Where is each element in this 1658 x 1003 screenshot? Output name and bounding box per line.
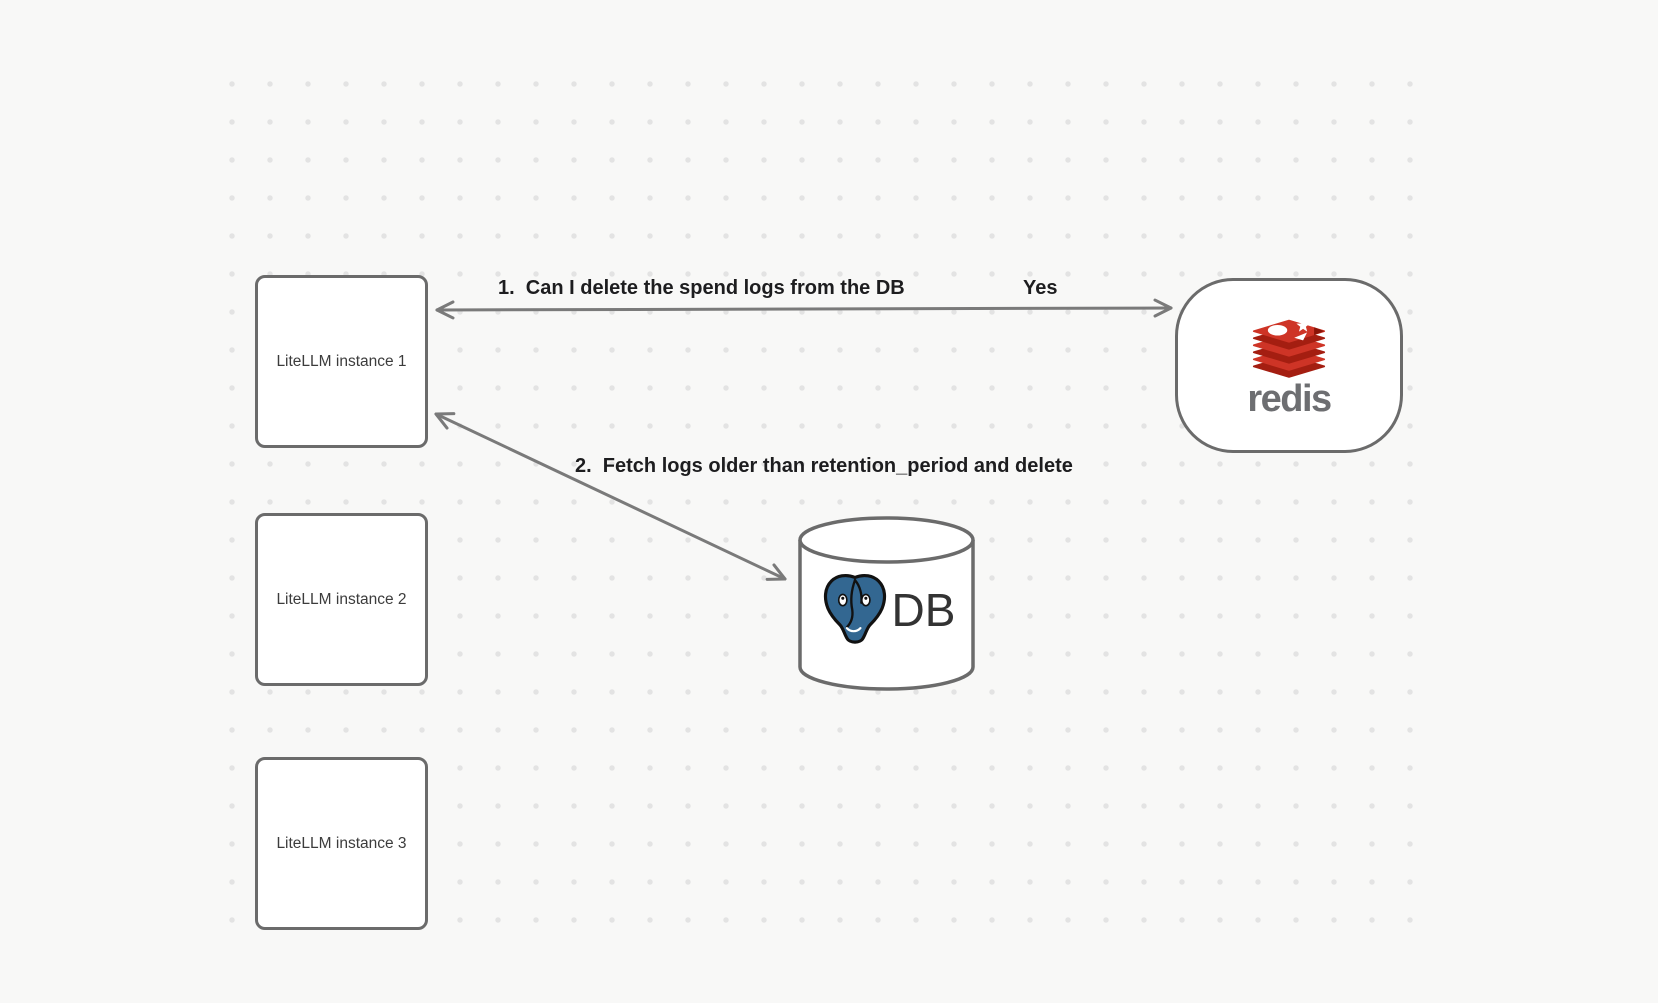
edge-label-delete-spend-logs: 1. Can I delete the spend logs from the … <box>498 277 905 299</box>
edge-answer-yes: Yes <box>1023 277 1058 299</box>
litellm-instance-2-label: LiteLLM instance 2 <box>276 590 407 608</box>
redis-logo-icon <box>1252 318 1326 378</box>
litellm-instance-1-label: LiteLLM instance 1 <box>276 352 407 370</box>
litellm-instance-3-node[interactable]: LiteLLM instance 3 <box>255 757 428 930</box>
db-label: DB <box>891 584 956 636</box>
litellm-instance-3-label: LiteLLM instance 3 <box>276 834 407 852</box>
litellm-instance-2-node[interactable]: LiteLLM instance 2 <box>255 513 428 686</box>
edge-label-fetch-logs: 2. Fetch logs older than retention_perio… <box>575 455 1073 477</box>
postgresql-elephant-icon <box>823 573 886 644</box>
postgres-db-node[interactable]: DB <box>796 514 977 695</box>
redis-node[interactable]: redis <box>1175 278 1403 453</box>
redis-wordmark-label: redis <box>1247 378 1332 420</box>
litellm-instance-1-node[interactable]: LiteLLM instance 1 <box>255 275 428 448</box>
